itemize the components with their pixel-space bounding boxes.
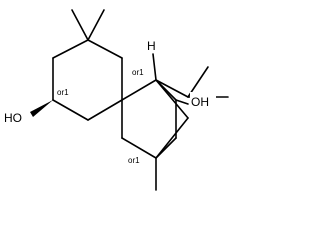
bond-c1-c2 (87, 39, 123, 59)
bond-back-bridge-upper (155, 79, 189, 119)
left-stereo-label: or1 (57, 88, 69, 97)
bond-c4-c5 (52, 99, 89, 121)
wedge-bond-left-oh (30, 100, 53, 117)
upper-bridgehead-stereo-label: or1 (132, 68, 144, 77)
lower-bridgehead-stereo-label: or1 (128, 156, 140, 165)
right-hydroxyl-label: OH (191, 95, 209, 109)
bridgehead-hydrogen-label: H (147, 39, 156, 53)
cyclohexane-ring (52, 39, 123, 121)
methyl-bond-top-right (87, 9, 105, 41)
bond-to-right-oh (175, 99, 189, 105)
bond-bridgehead-hydrogen (152, 53, 157, 81)
bond-upper-bridgehead-quaternary (155, 79, 189, 98)
chemical-structure-diagram: HO or1 OH H or1 or1 (4, 9, 229, 191)
bond-spiro-c4 (87, 99, 123, 121)
gem-dimethyl-top (71, 9, 105, 41)
bond-back-bridge-lower (155, 117, 189, 159)
methyl-bond-top-left (71, 9, 89, 41)
bond-ch2-lower-bridgehead (121, 137, 157, 159)
right-hydroxyl-background (190, 92, 216, 109)
bicyclic-cage (121, 79, 189, 159)
bond-spiro-upper-bridgehead (121, 79, 157, 101)
left-hydroxyl-label: HO (4, 111, 22, 125)
bond-c6-c1 (52, 39, 89, 59)
